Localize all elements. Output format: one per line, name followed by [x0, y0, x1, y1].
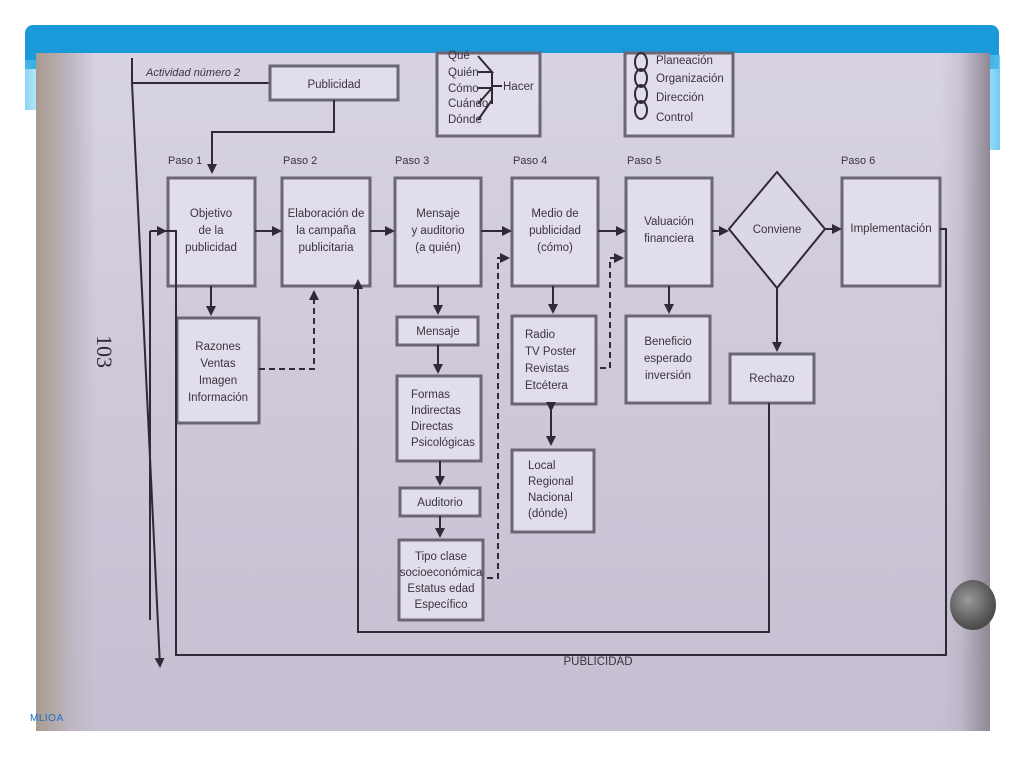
arrow-publicidad-to-objetivo	[207, 100, 335, 174]
questions-verb: Hacer	[503, 81, 534, 93]
medio-box	[510, 176, 600, 288]
medios-line-1: TV Poster	[525, 346, 576, 358]
razones-line-1: Ventas	[200, 358, 235, 370]
admin-functions-box	[623, 51, 735, 138]
chain-icon	[634, 52, 648, 120]
razones-line-3: Información	[188, 392, 248, 404]
elaboracion-line-1: la campaña	[296, 225, 356, 237]
binder-ring	[950, 580, 996, 630]
formas-box	[395, 374, 483, 463]
dashed-medios-valuacion	[600, 253, 624, 369]
question-1: Quién	[448, 67, 479, 79]
step-3-label: Paso 3	[395, 155, 429, 167]
publicidad-box	[268, 64, 400, 102]
question-2: Cómo	[448, 83, 479, 95]
admin-function-3: Control	[656, 112, 693, 124]
mensaje-label: Mensaje	[416, 326, 459, 338]
razones-box	[175, 316, 261, 425]
question-4: Dónde	[448, 114, 482, 126]
medio-line-2: (cómo)	[537, 242, 573, 254]
diagram-photo	[36, 53, 990, 731]
mensaje-auditorio-line-2: (a quién)	[415, 242, 461, 254]
elaboracion-line-2: publicitaria	[299, 242, 355, 254]
questions-bracket	[477, 55, 502, 121]
mensaje-auditorio-line-0: Mensaje	[416, 208, 459, 220]
step-1-label: Paso 1	[168, 155, 202, 167]
local-line-0: Local	[528, 460, 556, 472]
medios-line-3: Etcétera	[525, 380, 568, 392]
dashed-tipo-medio	[487, 253, 510, 579]
admin-function-0: Planeación	[656, 55, 713, 67]
publicidad-label: Publicidad	[307, 79, 360, 91]
step-2-label: Paso 2	[283, 155, 317, 167]
loop-rechazo-elaboracion	[353, 279, 770, 633]
dashed-razones-elaboracion	[259, 290, 319, 370]
elaboracion-line-0: Elaboración de	[288, 208, 365, 220]
step-5-label: Paso 5	[627, 155, 661, 167]
medio-line-1: publicidad	[529, 225, 581, 237]
elaboracion-box	[280, 176, 372, 288]
implementacion-label: Implementación	[850, 223, 931, 235]
rechazo-label: Rechazo	[749, 373, 794, 385]
beneficio-line-2: inversión	[645, 370, 691, 382]
implementacion-box	[840, 176, 942, 288]
tipo-line-2: Estatus edad	[407, 583, 474, 595]
rechazo-box	[728, 352, 816, 405]
admin-function-2: Dirección	[656, 92, 704, 104]
tipo-line-0: Tipo clase	[415, 551, 467, 563]
formas-line-2: Directas	[411, 421, 453, 433]
loop-implementacion-objetivo	[164, 228, 947, 656]
step-4-label: Paso 4	[513, 155, 547, 167]
page-number: 103	[92, 335, 117, 368]
footer-watermark: MLIOA	[30, 713, 64, 724]
formas-line-0: Formas	[411, 389, 450, 401]
objetivo-line-2: publicidad	[185, 242, 237, 254]
page-shadow-left	[36, 53, 96, 731]
mensaje-auditorio-line-1: y auditorio	[411, 225, 464, 237]
tipo-line-3: Específico	[414, 599, 467, 611]
bottom-publicidad-label: PUBLICIDAD	[563, 656, 632, 668]
valuacion-line-1: financiera	[644, 233, 694, 245]
local-line-2: Nacional	[528, 492, 573, 504]
formas-line-1: Indirectas	[411, 405, 461, 417]
medios-line-2: Revistas	[525, 363, 569, 375]
razones-line-0: Razones	[195, 341, 241, 353]
conviene-label: Conviene	[753, 224, 802, 236]
tipo-line-1: socioeconómica	[400, 567, 483, 579]
local-line-1: Regional	[528, 476, 573, 488]
beneficio-line-1: esperado	[644, 353, 692, 365]
auditorio-label: Auditorio	[417, 497, 462, 509]
valuacion-line-0: Valuación	[644, 216, 694, 228]
beneficio-line-0: Beneficio	[644, 336, 691, 348]
admin-function-1: Organización	[656, 73, 724, 85]
question-0: Qué	[448, 50, 470, 62]
activity-label: Actividad número 2	[145, 67, 240, 79]
tipo-box	[397, 538, 485, 622]
objetivo-line-1: de la	[199, 225, 225, 237]
medio-line-0: Medio de	[531, 208, 578, 220]
formas-line-3: Psicológicas	[411, 437, 475, 449]
question-3: Cuándo	[448, 98, 488, 110]
local-line-3: (dónde)	[528, 508, 568, 520]
valuacion-box	[624, 176, 714, 288]
beneficio-box	[624, 314, 712, 405]
objetivo-line-0: Objetivo	[190, 208, 232, 220]
medios-line-0: Radio	[525, 329, 555, 341]
local-box	[510, 448, 596, 534]
loop-left-outer	[131, 82, 165, 668]
step-6-label: Paso 6	[841, 155, 875, 167]
auditorio-box	[398, 486, 482, 518]
razones-line-2: Imagen	[199, 375, 237, 387]
